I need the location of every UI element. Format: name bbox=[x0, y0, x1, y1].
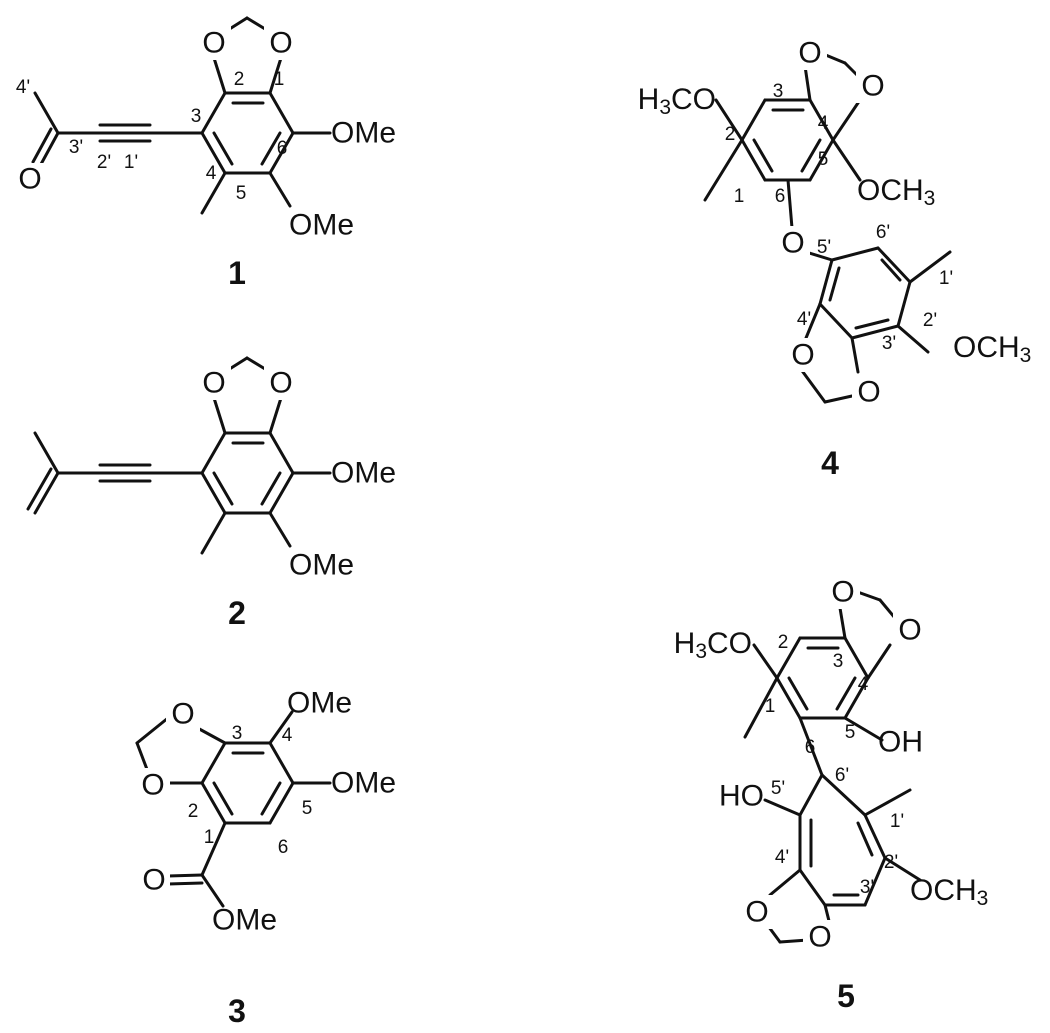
oxygen-label: O bbox=[18, 163, 41, 196]
locant-label: 5 bbox=[845, 722, 856, 743]
oxygen-label: O bbox=[202, 27, 225, 60]
methoxy-label: OCH3 bbox=[910, 874, 988, 910]
oxygen-label: O bbox=[831, 576, 854, 609]
methoxy-label: OMe bbox=[289, 209, 354, 242]
oxygen-label: O bbox=[202, 367, 225, 400]
compound-2-atoms: O O OMe OMe bbox=[197, 366, 396, 582]
methoxy-label: OMe bbox=[331, 117, 396, 150]
locant-label: 6' bbox=[835, 765, 849, 786]
ether-oxygen-label: O bbox=[781, 227, 804, 260]
oxygen-label: O bbox=[269, 27, 292, 60]
locant-label: 2' bbox=[884, 852, 898, 873]
compound-number: 1 bbox=[228, 255, 246, 291]
locant-label: 6 bbox=[278, 837, 289, 858]
methoxy-label: H3CO bbox=[638, 83, 716, 119]
compound-number: 2 bbox=[228, 595, 246, 631]
oxygen-label: O bbox=[142, 864, 165, 897]
compound-5-atoms: O O H3CO OH HO O O OCH3 bbox=[674, 575, 988, 954]
compound-number: 5 bbox=[837, 978, 855, 1014]
locant-label: 3' bbox=[69, 137, 83, 158]
locant-label: 2 bbox=[778, 632, 789, 653]
locant-label: 6 bbox=[775, 186, 786, 207]
compound-3-atoms: O O OMe OMe O OMe bbox=[136, 687, 396, 937]
locant-label: 6 bbox=[805, 737, 816, 758]
methoxy-label: OCH3 bbox=[953, 331, 1031, 367]
oxygen-label: O bbox=[745, 896, 768, 929]
compound-1-atoms: O O OMe OMe O bbox=[14, 26, 396, 242]
compound-1-numbers: 1 2 3 4 5 6 1' 2' 3' 4' bbox=[16, 69, 287, 204]
compound-4-numbers: 1 2 3 4 5 6 1' 2' 3' 4' 5' 6' bbox=[725, 81, 953, 354]
locant-label: 6 bbox=[277, 138, 288, 159]
locant-label: 3 bbox=[833, 651, 844, 672]
locant-label: 1' bbox=[124, 152, 138, 173]
compound-number: 4 bbox=[821, 445, 839, 481]
methoxy-label: OCH3 bbox=[857, 174, 935, 210]
compound-5: O O H3CO OH HO O O OCH3 1 2 3 4 5 6 1' 2… bbox=[674, 575, 988, 1014]
locant-label: 2' bbox=[923, 310, 937, 331]
locant-label: 3 bbox=[191, 106, 202, 127]
compound-3-numbers: 1 2 3 4 5 6 bbox=[188, 723, 313, 858]
hydroxyl-label: OH bbox=[878, 726, 923, 759]
locant-label: 3 bbox=[232, 723, 243, 744]
locant-label: 5' bbox=[817, 237, 831, 258]
locant-label: 3' bbox=[860, 877, 874, 898]
methoxy-label: OMe bbox=[287, 687, 352, 720]
oxygen-label: O bbox=[791, 339, 814, 372]
compound-number: 3 bbox=[228, 993, 246, 1029]
methoxy-label: OMe bbox=[331, 767, 396, 800]
oxygen-label: O bbox=[171, 698, 194, 731]
methoxy-label: OMe bbox=[212, 904, 277, 937]
locant-label: 1 bbox=[204, 827, 215, 848]
hydroxyl-label: HO bbox=[719, 780, 764, 813]
locant-label: 1' bbox=[890, 811, 904, 832]
locant-label: 2 bbox=[725, 124, 736, 145]
compound-2-bonds bbox=[26, 356, 332, 555]
oxygen-label: O bbox=[141, 769, 164, 802]
locant-label: 4 bbox=[282, 725, 293, 746]
locant-label: 4' bbox=[797, 309, 811, 330]
locant-label: 4' bbox=[775, 847, 789, 868]
locant-label: 3 bbox=[773, 81, 784, 102]
locant-label: 2 bbox=[234, 69, 245, 90]
locant-label: 5 bbox=[818, 149, 829, 170]
locant-label: 3' bbox=[882, 333, 896, 354]
methoxy-label: H3CO bbox=[674, 627, 752, 663]
locant-label: 2' bbox=[97, 152, 111, 173]
locant-label: 1 bbox=[734, 186, 745, 207]
methoxy-label: OMe bbox=[331, 457, 396, 490]
oxygen-label: O bbox=[798, 37, 821, 70]
oxygen-label: O bbox=[269, 367, 292, 400]
oxygen-label: O bbox=[857, 376, 880, 409]
locant-label: 1 bbox=[274, 69, 285, 90]
locant-label: 5' bbox=[771, 778, 785, 799]
compound-4-atoms: O O H3CO OCH3 O O O OCH3 bbox=[638, 36, 1031, 409]
locant-label: 5 bbox=[302, 798, 313, 819]
compound-5-numbers: 1 2 3 4 5 6 1' 2' 3' 4' 5' 6' bbox=[765, 632, 904, 898]
locant-label: 4' bbox=[16, 77, 30, 98]
oxygen-label: O bbox=[898, 614, 921, 647]
compound-3-bonds bbox=[135, 710, 332, 908]
locant-label: 1' bbox=[939, 268, 953, 289]
oxygen-label: O bbox=[861, 70, 884, 103]
locant-label: 1 bbox=[765, 696, 776, 717]
locant-label: 4 bbox=[818, 113, 829, 134]
oxygen-label: O bbox=[808, 921, 831, 954]
compound-2: O O OMe OMe 2 bbox=[26, 356, 396, 631]
locant-label: 6' bbox=[876, 222, 890, 243]
locant-label: 4 bbox=[858, 674, 869, 695]
compound-3: O O OMe OMe O OMe 1 2 3 4 5 6 3 bbox=[135, 687, 396, 1029]
compound-4: O O H3CO OCH3 O O O OCH3 1 2 3 4 5 6 1' … bbox=[638, 36, 1031, 481]
compound-4-bonds bbox=[703, 49, 952, 404]
locant-label: 2 bbox=[188, 801, 199, 822]
locant-label: 4 bbox=[206, 163, 217, 184]
compound-1: O O OMe OMe O 1 2 3 4 5 6 1' 2' 3' 4' 1 bbox=[14, 16, 396, 291]
locant-label: 5 bbox=[236, 183, 247, 204]
methoxy-label: OMe bbox=[289, 549, 354, 582]
